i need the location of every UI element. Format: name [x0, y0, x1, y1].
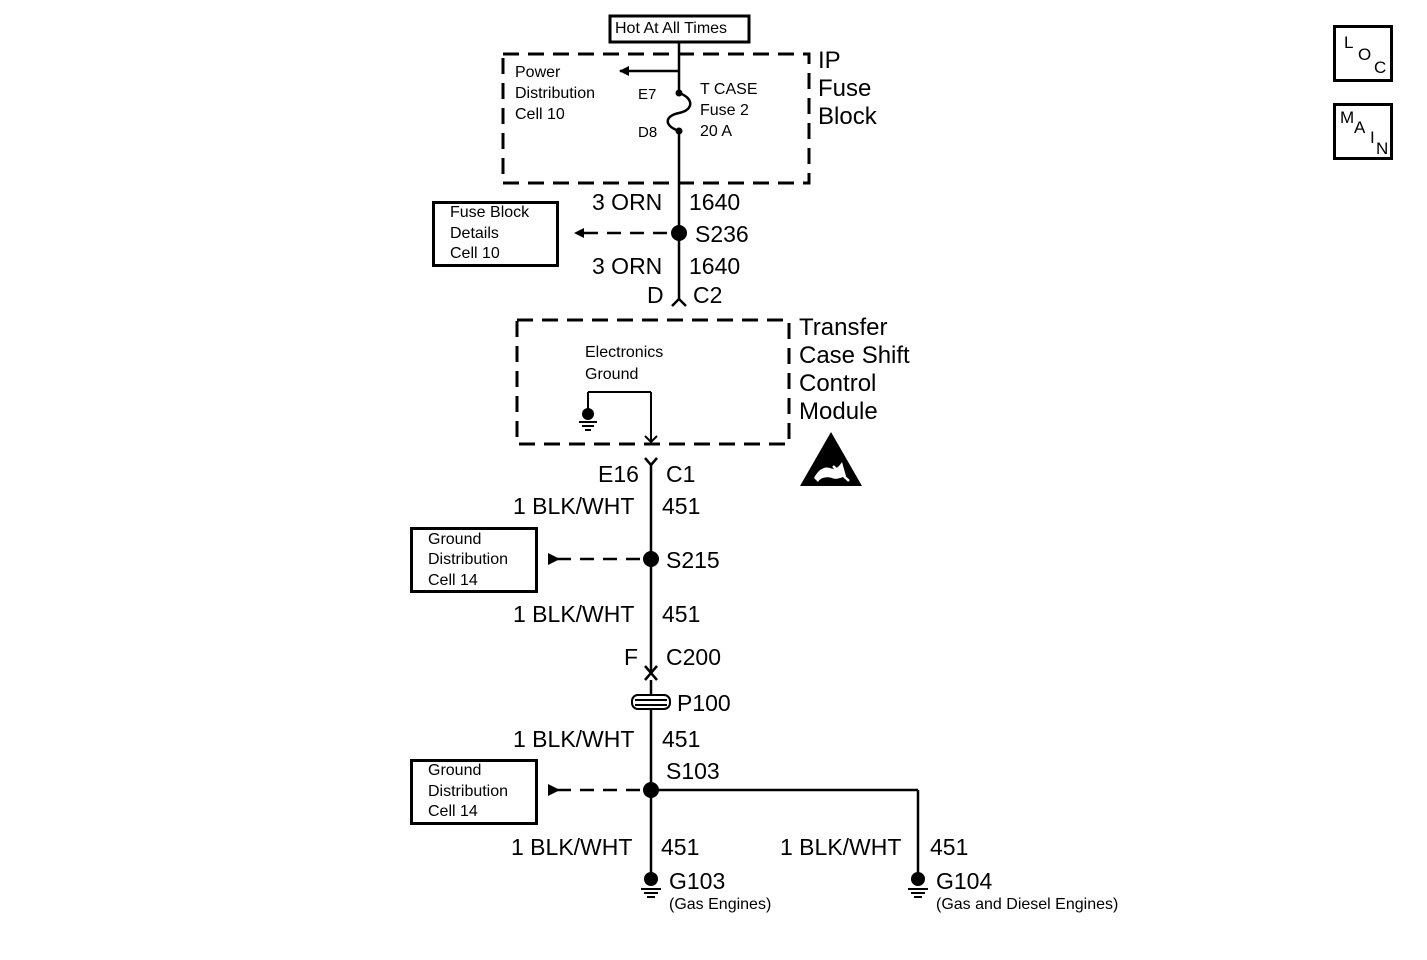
ground-ref-1-line-3: Cell 14 — [428, 572, 478, 589]
power-dist-ref-3[interactable]: Cell 10 — [515, 106, 565, 123]
ground-g104-note: (Gas and Diesel Engines) — [936, 896, 1119, 913]
splice-s103-label: S103 — [666, 758, 720, 784]
splice-s215-label: S215 — [666, 547, 720, 573]
wire-gnd2-color: 1 BLK/WHT — [513, 601, 635, 627]
ground-ref-1-arrowhead — [548, 553, 560, 565]
ground-g103-note: (Gas Engines) — [669, 896, 772, 913]
module-outline — [515, 318, 791, 446]
power-dist-ref-2[interactable]: Distribution — [515, 85, 596, 102]
ground-ref-2-line-3: Cell 14 — [428, 803, 478, 820]
module-connector-c1: C1 — [666, 461, 696, 487]
ip-fuse-block-outline — [501, 52, 811, 185]
connector-c1-symbol — [644, 457, 658, 467]
wire-gnd1-circuit: 451 — [662, 493, 701, 519]
fuse-details-ref-box[interactable] — [432, 201, 559, 267]
power-dist-ref-1[interactable]: Power — [515, 64, 561, 81]
fuse-block-name-3: Block — [818, 103, 877, 130]
wire-gnd3-circuit: 451 — [662, 726, 701, 752]
wire-top-color: 3 ORN — [592, 189, 663, 215]
ground-ref-2-arrowhead — [548, 784, 560, 796]
ground-ref-1-line-1: Ground — [428, 531, 482, 548]
splice-s236-dot — [671, 225, 687, 241]
wire-g103-color: 1 BLK/WHT — [511, 834, 633, 860]
module-name-1: Transfer — [799, 314, 888, 341]
inline-pin-f: F — [624, 644, 639, 670]
module-pin-e16: E16 — [598, 461, 639, 487]
internal-ground-label-2: Ground — [585, 366, 639, 383]
splice-s215-dot — [643, 551, 659, 567]
internal-ground-label-1: Electronics — [585, 344, 664, 361]
internal-ground-arrowhead — [644, 435, 658, 444]
fuse-number-label: Fuse 2 — [700, 102, 749, 119]
fuse-rating-label: 20 A — [700, 123, 733, 140]
ground-ref-2-line-1: Ground — [428, 762, 482, 779]
module-pin-d: D — [647, 282, 664, 308]
main-letter-m: M — [1340, 108, 1355, 127]
module-name-3: Control — [799, 370, 877, 397]
ground-g103-icon — [641, 872, 661, 898]
passthrough-p100-symbol — [631, 694, 671, 710]
ground-g104-label: G104 — [936, 868, 993, 894]
main-letter-a: A — [1354, 118, 1366, 137]
loc-button[interactable]: L O C — [1333, 25, 1393, 82]
fuse-details-ref-3: Cell 10 — [450, 245, 500, 262]
module-name-2: Case Shift — [799, 342, 910, 369]
pin-d8-label: D8 — [638, 124, 658, 141]
loc-letter-c: C — [1374, 58, 1387, 77]
connector-c200-lower — [644, 671, 658, 681]
internal-ground-dot — [582, 408, 594, 420]
splice-s236-label: S236 — [695, 221, 749, 247]
wire-mid-color: 3 ORN — [592, 253, 663, 279]
connector-c2-symbol — [671, 297, 687, 307]
fuse-name-label: T CASE — [700, 81, 758, 98]
inline-connector-c200: C200 — [666, 644, 721, 670]
ground-ref-1-box[interactable] — [410, 527, 538, 593]
fuse-details-ref-2: Details — [450, 225, 499, 242]
fuse-block-name-1: IP — [818, 47, 841, 74]
wire-g104-circuit: 451 — [930, 834, 969, 860]
ground-ref-2-box[interactable] — [410, 759, 538, 825]
loc-letter-l: L — [1344, 33, 1354, 52]
wire-g104-color: 1 BLK/WHT — [780, 834, 902, 860]
power-source-label: Hot At All Times — [615, 20, 728, 37]
module-connector-c2: C2 — [693, 282, 723, 308]
pin-e7-label: E7 — [638, 86, 657, 103]
wire-mid-circuit: 1640 — [689, 253, 741, 279]
fuse-symbol — [666, 91, 692, 133]
ground-g104-icon — [908, 872, 928, 898]
loc-letter-o: O — [1358, 45, 1372, 64]
ground-ref-2-line-2: Distribution — [428, 783, 509, 800]
main-button[interactable]: M A I N — [1333, 103, 1393, 160]
wire-gnd2-circuit: 451 — [662, 601, 701, 627]
wire-gnd1-color: 1 BLK/WHT — [513, 493, 635, 519]
wire-top-circuit: 1640 — [689, 189, 741, 215]
module-name-4: Module — [799, 398, 878, 425]
esd-warning-icon — [800, 432, 862, 486]
wire-gnd3-color: 1 BLK/WHT — [513, 726, 635, 752]
fuse-block-name-2: Fuse — [818, 75, 872, 102]
wire-g103-circuit: 451 — [661, 834, 700, 860]
main-letter-n: N — [1376, 139, 1389, 158]
fuse-details-ref-1: Fuse Block — [450, 204, 530, 221]
passthrough-p100-label: P100 — [677, 690, 731, 716]
ground-symbol-icon — [579, 421, 597, 431]
ground-g103-label: G103 — [669, 868, 726, 894]
ground-ref-1-line-2: Distribution — [428, 551, 509, 568]
main-letter-i: I — [1370, 128, 1375, 147]
